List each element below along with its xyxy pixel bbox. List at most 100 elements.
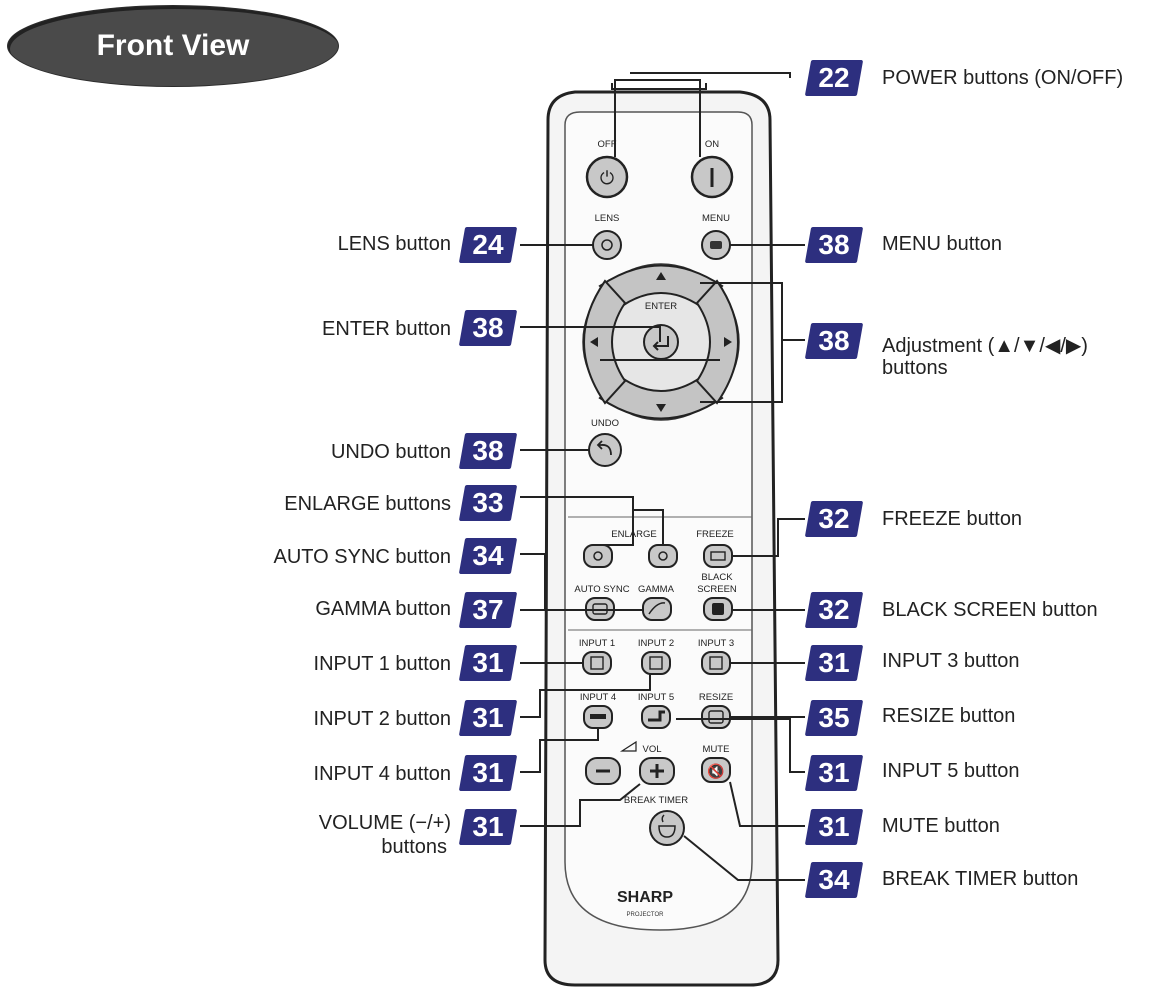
freeze-button[interactable] <box>703 544 733 568</box>
right-arrow-icon <box>724 337 732 347</box>
page-number: 31 <box>818 757 850 788</box>
resize-button[interactable] <box>701 705 731 729</box>
page-number: 31 <box>472 647 504 678</box>
mute-icon: 🔇 <box>707 763 724 780</box>
input-icon <box>649 656 663 670</box>
screen-label: SCREEN <box>697 584 737 595</box>
freeze-icon <box>710 551 726 561</box>
power-off-button[interactable] <box>585 155 629 199</box>
undo-button-callout-label: UNDO button <box>330 441 451 463</box>
break-timer-page-badge: 34 <box>808 862 860 898</box>
undo-icon <box>596 440 612 456</box>
power-buttons-callout-label: POWER buttons (ON/OFF) <box>882 67 1124 89</box>
enter-label: ENTER <box>645 301 677 312</box>
input-4-button-callout-label: INPUT 4 button <box>313 763 451 785</box>
input-3-button-callout-label: INPUT 3 button <box>882 650 1020 672</box>
page-number: 32 <box>818 594 850 625</box>
front-view-title: Front View <box>8 6 338 90</box>
page-number: 34 <box>818 864 850 895</box>
page-number: 31 <box>818 811 850 842</box>
down-button[interactable] <box>598 376 724 420</box>
page-number: 38 <box>818 229 850 260</box>
enter-page-badge: 38 <box>462 310 514 346</box>
page-number: 38 <box>472 435 504 466</box>
page-number: 35 <box>818 702 850 733</box>
input-4-icon <box>590 714 606 719</box>
page-number: 34 <box>472 540 504 571</box>
down-arrow-icon <box>656 404 666 412</box>
off-label: OFF <box>598 139 617 150</box>
lens-button-callout-label: LENS button <box>337 233 451 255</box>
volume-buttons-callout-label: VOLUME (−/+) <box>318 812 451 834</box>
undo-label: UNDO <box>591 418 619 429</box>
mute-page-badge: 31 <box>808 809 860 845</box>
freeze-button-callout-label: FREEZE button <box>882 508 1023 530</box>
mute-label: MUTE <box>703 744 730 755</box>
page-number: 31 <box>472 811 504 842</box>
resize-button-callout-label: RESIZE button <box>882 705 1016 727</box>
input-icon <box>590 656 604 670</box>
input2-label: INPUT 2 <box>638 638 674 649</box>
enlarge-minus-button[interactable] <box>583 544 613 568</box>
break-timer-button-callout-label: BREAK TIMER button <box>882 868 1079 890</box>
input-5-button-callout-label: INPUT 5 button <box>882 760 1020 782</box>
freeze-page-badge: 32 <box>808 501 860 537</box>
page-number: 22 <box>818 62 850 93</box>
black-screen-icon <box>712 603 724 615</box>
enlarge-plus-button[interactable] <box>648 544 678 568</box>
page-number: 31 <box>818 647 850 678</box>
breaktimer-label: BREAK TIMER <box>624 795 688 806</box>
input-1-page-badge: 31 <box>462 645 514 681</box>
gamma-icon <box>648 602 666 615</box>
undo-button[interactable] <box>588 433 622 467</box>
up-button[interactable] <box>598 264 724 308</box>
mute-button[interactable] <box>701 757 731 783</box>
page-number: 32 <box>818 503 850 534</box>
gamma-label: GAMMA <box>638 584 675 595</box>
left-arrow-icon <box>590 337 598 347</box>
input-5-icon <box>648 710 665 722</box>
autosync-label: AUTO SYNC <box>574 584 629 595</box>
page-number: 33 <box>472 487 504 518</box>
mute-button-callout-label: MUTE button <box>882 815 1000 837</box>
gamma-button-callout-label: GAMMA button <box>315 598 451 620</box>
resize-label: RESIZE <box>699 692 733 703</box>
lens-page-badge: 24 <box>462 227 514 263</box>
leader-lines <box>520 72 805 881</box>
undo-page-badge: 38 <box>462 433 514 469</box>
projector-text: PROJECTOR <box>627 912 665 918</box>
lens-button[interactable] <box>592 230 622 260</box>
vol-label: VOL <box>642 744 661 755</box>
page-number: 24 <box>472 229 504 260</box>
page-number: 38 <box>472 312 504 343</box>
input-3-button[interactable] <box>701 651 731 675</box>
lens-icon <box>601 239 613 251</box>
black-screen-button-callout-label: BLACK SCREEN button <box>882 599 1098 621</box>
break-timer-button[interactable] <box>649 810 685 846</box>
input1-label: INPUT 1 <box>579 638 615 649</box>
volume-icon <box>619 740 637 752</box>
gamma-button[interactable] <box>642 597 672 621</box>
enter-button-callout-label: ENTER button <box>322 318 451 340</box>
input-2-button[interactable] <box>641 651 671 675</box>
input-5-button[interactable] <box>641 705 671 729</box>
adjustment-page-badge: 38 <box>808 323 860 359</box>
input-1-button-callout-label: INPUT 1 button <box>313 653 451 675</box>
input4-label: INPUT 4 <box>580 692 616 703</box>
lens-label: LENS <box>595 213 620 224</box>
black-screen-page-badge: 32 <box>808 592 860 628</box>
left-button[interactable] <box>583 279 627 405</box>
on-label: ON <box>705 139 719 150</box>
enlarge-icon <box>593 551 603 561</box>
cup-icon <box>658 814 676 838</box>
gamma-page-badge: 37 <box>462 592 514 628</box>
freeze-label: FREEZE <box>696 529 733 540</box>
page-number: 31 <box>472 702 504 733</box>
enlarge-icon <box>658 551 668 561</box>
enlarge-page-badge: 33 <box>462 485 514 521</box>
page-number: 38 <box>818 325 850 356</box>
menu-label: MENU <box>702 213 730 224</box>
input-1-button[interactable] <box>582 651 612 675</box>
input-2-button-callout-label: INPUT 2 button <box>313 708 451 730</box>
input-icon <box>709 656 723 670</box>
